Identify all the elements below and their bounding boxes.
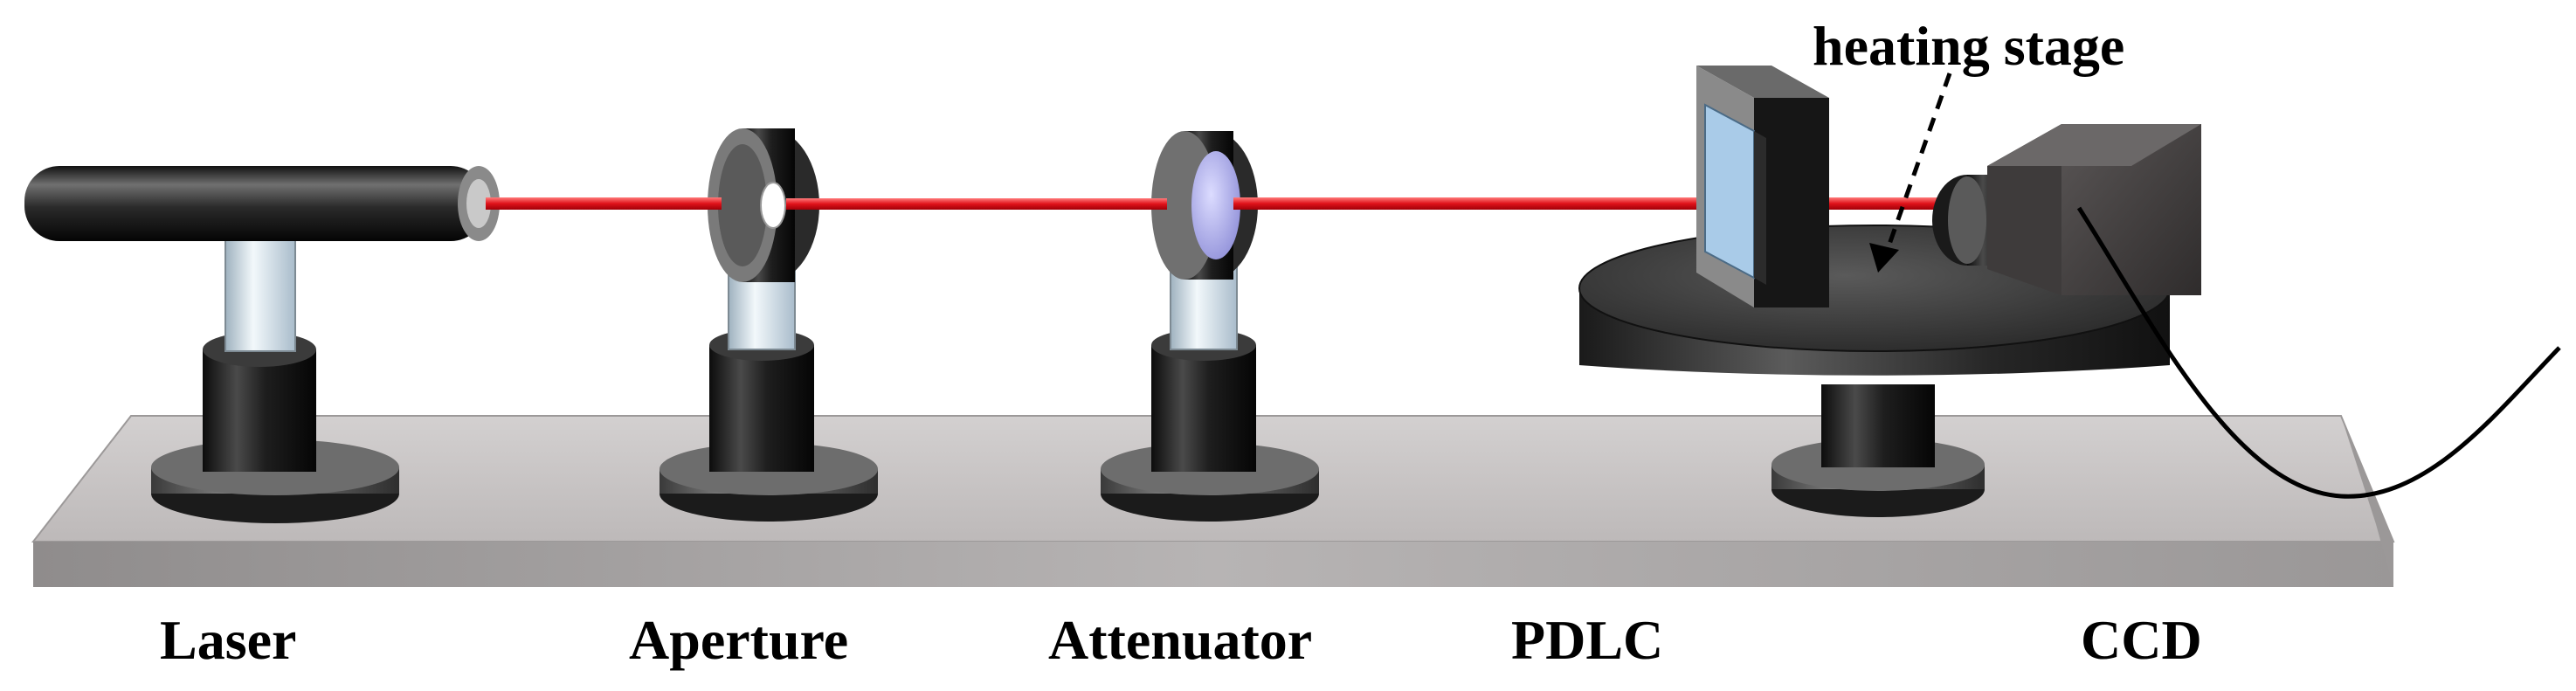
- ccd-cable: [2076, 206, 2561, 499]
- label-laser: Laser: [160, 609, 296, 671]
- aperture-mount: [660, 261, 878, 522]
- label-ccd: CCD: [2081, 609, 2202, 671]
- laser-tube: [24, 166, 500, 241]
- label-pdlc: PDLC: [1511, 609, 1663, 671]
- label-heating-stage: heating stage: [1813, 15, 2124, 77]
- aperture-disk: [708, 128, 819, 282]
- pdlc-holder: [1696, 66, 1829, 307]
- heating-stage-pointer: [1869, 73, 1952, 273]
- laser-beam: [486, 197, 1943, 210]
- attenuator-disk: [1151, 131, 1258, 280]
- ccd-camera: [1932, 124, 2201, 295]
- label-aperture: Aperture: [629, 609, 848, 671]
- attenuator-mount: [1101, 261, 1319, 522]
- laser-mount: [151, 235, 399, 523]
- label-attenuator: Attenuator: [1048, 609, 1312, 671]
